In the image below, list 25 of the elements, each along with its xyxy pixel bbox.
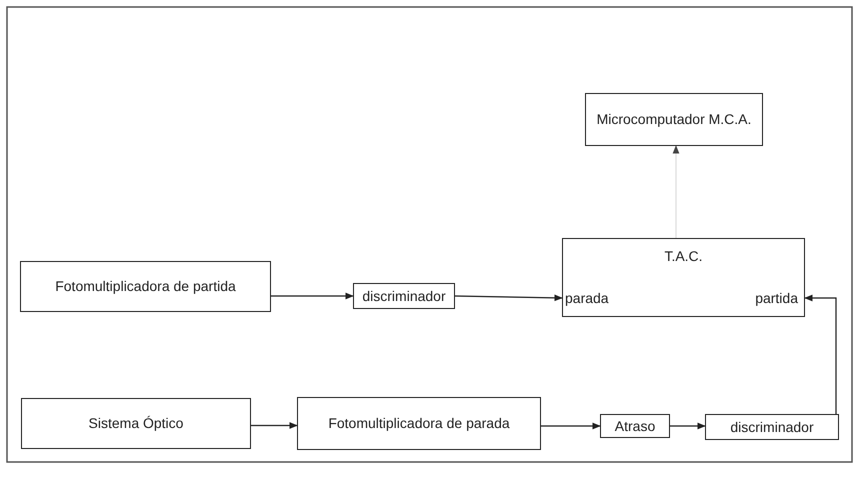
arrow (804, 294, 837, 414)
block-box (297, 397, 541, 450)
block-title: T.A.C. (663, 247, 704, 266)
block-box (705, 414, 839, 440)
port-label: partida (755, 289, 798, 308)
block-label: Atraso (614, 416, 656, 436)
block-box (353, 283, 455, 309)
block-label: Fotomultiplicadora de partida (55, 277, 236, 296)
block-label: discriminador (362, 286, 446, 306)
block-label: Fotomultiplicadora de parada (328, 414, 510, 433)
port-label: parada (565, 289, 609, 308)
arrow (541, 422, 601, 430)
block-label: Sistema Óptico (88, 414, 184, 433)
block-box (21, 398, 251, 449)
block-box (20, 261, 271, 312)
block-box (600, 414, 670, 438)
arrow (454, 294, 563, 302)
arrow (670, 422, 706, 430)
arrow (672, 145, 680, 238)
block-label: discriminador (730, 418, 814, 436)
block-label: Microcomputador M.C.A. (596, 110, 752, 129)
block-box (562, 238, 805, 317)
arrow (271, 292, 354, 300)
block-box (585, 93, 763, 146)
arrow (251, 422, 298, 429)
